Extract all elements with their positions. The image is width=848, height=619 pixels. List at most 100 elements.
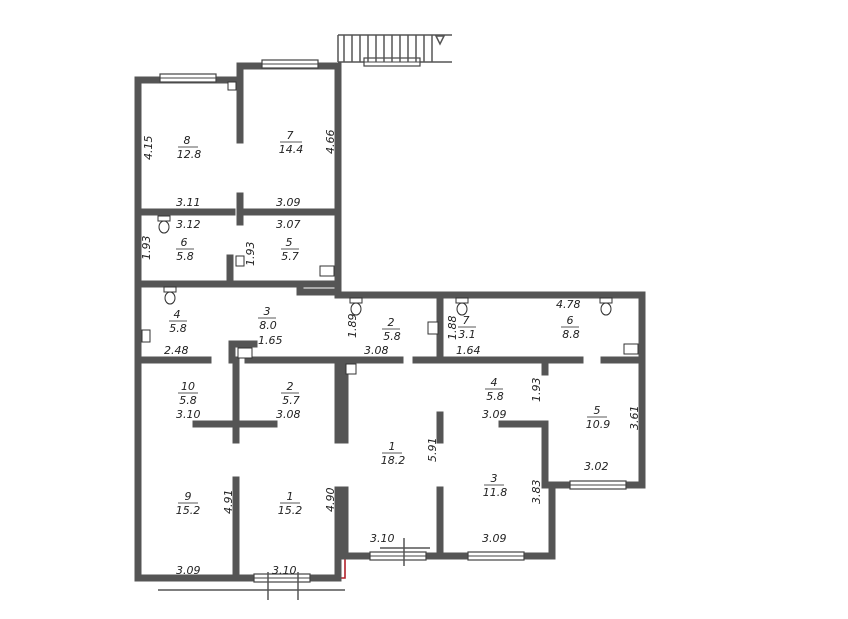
dimension-label: 1.93: [244, 242, 257, 267]
room-number: 6: [567, 314, 574, 327]
room-area: 5.8: [176, 250, 194, 263]
dimension-label: 3.61: [628, 406, 641, 431]
dimension-labels: 4.15 4.66 3.11 3.09 3.12 3.07 1.93 1.93 …: [140, 130, 641, 578]
window-top-center: [261, 59, 319, 69]
room-number: 1: [389, 440, 396, 453]
room-label-4: 4 5.8: [485, 376, 504, 403]
toilet-icon: [163, 286, 177, 305]
room-label-5: 5 5.7: [281, 236, 299, 263]
room-label-8: 8 12.8: [177, 134, 202, 161]
dimension-label: 4.90: [324, 488, 337, 513]
dimension-label: 4.66: [324, 130, 337, 155]
room-number: 7: [463, 314, 470, 327]
room-area: 18.2: [381, 454, 406, 467]
toilet-icon: [349, 297, 363, 316]
dimension-label: 1.65: [258, 334, 283, 347]
window-top-left: [159, 73, 217, 83]
room-label-3: 3 11.8: [483, 472, 508, 499]
room-label-4: 4 5.8: [169, 308, 187, 335]
dimension-label: 1.64: [456, 344, 481, 357]
toilet-icon: [455, 297, 469, 316]
dimension-label: 3.10: [370, 532, 395, 545]
room-number: 4: [491, 376, 498, 389]
dimension-label: 3.10: [272, 564, 297, 577]
window-bottom-left: [253, 573, 311, 583]
dimension-label: 1.93: [140, 236, 153, 261]
room-area: 5.7: [282, 394, 300, 407]
dimension-label: 3.02: [584, 460, 609, 473]
room-label-6: 6 5.8: [176, 236, 194, 263]
room-area: 15.2: [278, 504, 303, 517]
entrance-bottom-center-icon: [380, 538, 430, 566]
entrance-bottom-left-icon: [158, 572, 345, 600]
room-label-1: 1 15.2: [278, 490, 303, 517]
room-label-7: 7 3.1: [458, 314, 476, 341]
dimension-label: 4.78: [556, 298, 581, 311]
room-number: 3: [264, 305, 271, 318]
room-area: 5.8: [486, 390, 504, 403]
dimension-label: 3.83: [530, 480, 543, 505]
room-number: 2: [388, 316, 395, 329]
windows: [159, 57, 627, 583]
room-label-2: 2 5.7: [281, 380, 300, 407]
room-label-10: 10 5.8: [178, 380, 198, 407]
stairs-icon: [338, 34, 452, 62]
room-label-1: 1 18.2: [381, 440, 406, 467]
window-right: [569, 480, 627, 490]
sink-icon: [141, 329, 151, 343]
dimension-label: 3.07: [276, 218, 301, 231]
room-label-9: 9 15.2: [176, 490, 201, 517]
dimension-label: 1.88: [446, 316, 459, 341]
room-number: 6: [181, 236, 188, 249]
room-number: 7: [287, 129, 294, 142]
dimension-label: 3.09: [276, 196, 301, 209]
dimension-label: 5.91: [426, 438, 439, 463]
fixtures: [141, 81, 639, 375]
room-area: 8.0: [259, 319, 277, 332]
room-number: 1: [287, 490, 294, 503]
dimension-label: 1.89: [346, 314, 359, 339]
toilet-icon: [599, 297, 613, 316]
room-number: 9: [185, 490, 192, 503]
room-number: 3: [491, 472, 498, 485]
room-area: 11.8: [483, 486, 508, 499]
dimension-label: 3.09: [176, 564, 201, 577]
dimension-label: 4.15: [142, 136, 155, 161]
dimension-label: 2.48: [164, 344, 189, 357]
room-number: 5: [286, 236, 293, 249]
dimension-label: 3.12: [176, 218, 201, 231]
room-label-6: 6 8.8: [561, 314, 580, 341]
dimension-label: 4.91: [222, 490, 235, 515]
dimension-label: 1.93: [530, 378, 543, 403]
room-number: 4: [174, 308, 181, 321]
dimension-label: 3.09: [482, 408, 507, 421]
room-labels: 8 12.8 7 14.4 6 5.8 5 5.7 4 5.8 3 8.0: [169, 129, 610, 517]
room-area: 8.8: [562, 328, 580, 341]
room-number: 10: [181, 380, 195, 393]
dimension-label: 3.08: [364, 344, 389, 357]
walls: [134, 35, 646, 582]
room-area: 5.8: [179, 394, 197, 407]
room-label-7: 7 14.4: [279, 129, 304, 156]
room-area: 5.7: [281, 250, 299, 263]
room-number: 5: [594, 404, 601, 417]
window-bottom-right: [467, 551, 525, 561]
room-number: 2: [287, 380, 294, 393]
window-bottom-center: [369, 551, 427, 561]
sink-icon: [427, 321, 439, 335]
room-area: 15.2: [176, 504, 201, 517]
room-area: 5.8: [383, 330, 401, 343]
room-label-2: 2 5.8: [382, 316, 401, 343]
room-area: 12.8: [177, 148, 202, 161]
toilet-icon: [157, 215, 171, 234]
dimension-label: 3.09: [482, 532, 507, 545]
room-number: 8: [184, 134, 191, 147]
room-label-3: 3 8.0: [258, 305, 277, 332]
dimension-label: 3.08: [276, 408, 301, 421]
room-area: 5.8: [169, 322, 187, 335]
room-area: 14.4: [279, 143, 304, 156]
room-area: 10.9: [586, 418, 611, 431]
room-label-5: 5 10.9: [586, 404, 611, 431]
dimension-label: 3.11: [176, 196, 201, 209]
